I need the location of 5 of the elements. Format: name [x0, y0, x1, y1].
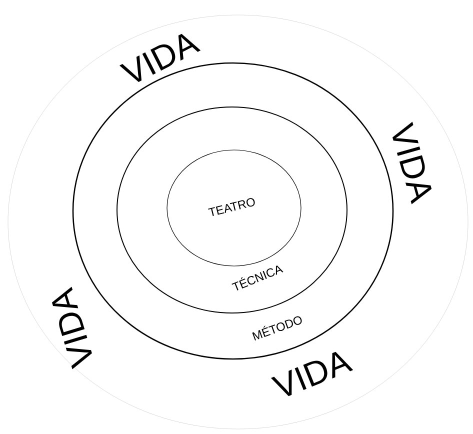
- ring-label: TEATRO: [208, 198, 255, 216]
- ring-label: VIDA: [119, 34, 201, 82]
- ring-label: VIDA: [392, 122, 432, 204]
- ring-label: VIDA: [52, 286, 92, 370]
- ring-label: VIDA: [270, 352, 354, 396]
